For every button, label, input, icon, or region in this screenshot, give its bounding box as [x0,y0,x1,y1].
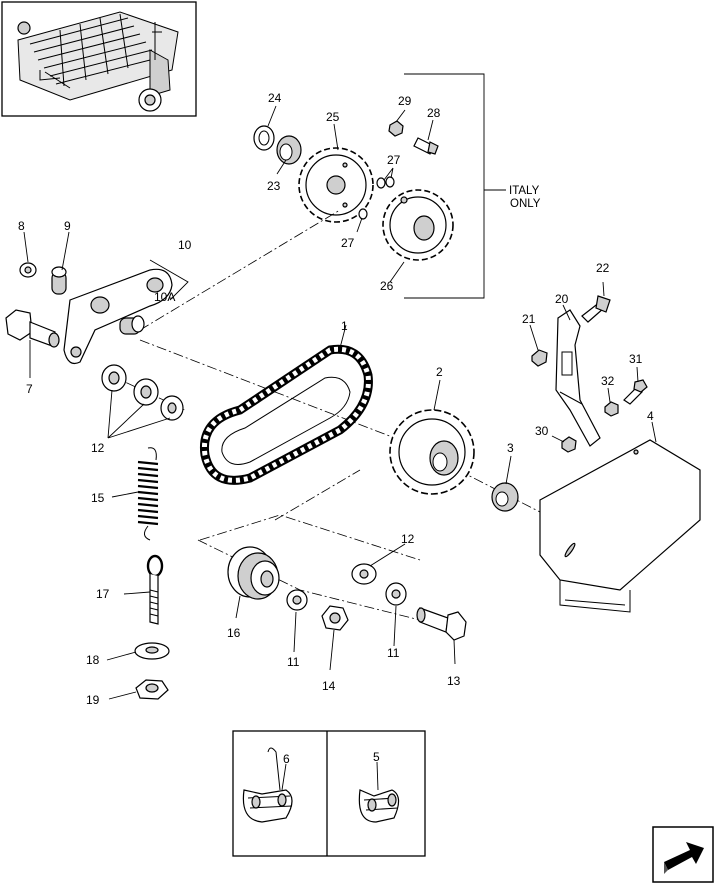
callout-4: 4 [647,409,654,423]
part-6-connecting-link [242,747,293,823]
part-17-eye-bolt [146,554,164,625]
part-15-spring [137,447,159,541]
callout-26: 26 [380,279,394,293]
callout-11-left: 11 [287,655,300,669]
callout-10: 10 [178,238,192,252]
callout-7: 7 [26,382,33,396]
part-9-bushing [51,266,67,295]
part-25-sprocket [298,147,374,223]
part-30-nut [561,436,577,453]
machine-overview-inset [1,1,197,117]
chain-link-detail-box [232,730,426,857]
callout-5: 5 [373,750,380,764]
part-5-offset-link [358,789,400,823]
page-next-arrow-icon[interactable] [652,826,714,883]
part-32-nut [604,401,619,417]
part-7-bolt [5,309,60,348]
callout-13: 13 [447,674,461,688]
callout-labels: 1 2 3 4 5 6 7 8 9 10 10A 11 11 12 12 13 … [18,91,654,766]
callout-9: 9 [64,219,71,233]
part-11-washer-right [385,582,407,606]
part-3-collar [491,482,519,512]
part-23-bearing [276,135,302,165]
part-27-bushings [358,176,395,220]
callout-24: 24 [268,91,282,105]
part-21-nut [531,349,548,367]
part-8-washer [19,262,37,278]
idler-arm-assembly [19,259,189,365]
part-16-idler-pulley [227,546,280,600]
part-2-sprocket [389,409,475,495]
callout-22: 22 [596,261,610,275]
part-4-shield [539,439,701,613]
part-20-bracket [555,309,601,447]
part-18-washer [134,642,170,660]
callout-23: 23 [267,179,281,193]
callout-19: 19 [86,693,100,707]
callout-18: 18 [86,653,100,667]
part-26-sprocket [382,189,454,261]
part-1-roller-chain [199,344,373,485]
part-28-bolt [413,137,439,155]
italy-only-group: ITALY ONLY [253,73,541,299]
callout-6: 6 [283,752,290,766]
callout-10a: 10A [154,290,175,304]
leader-lines [23,105,657,791]
callout-2: 2 [436,365,443,379]
italy-label: ITALY [509,185,540,197]
part-10-arm [63,268,173,365]
callout-12-right: 12 [401,532,415,546]
callout-16: 16 [227,626,241,640]
part-19-nut [135,679,169,700]
callout-14: 14 [322,679,336,693]
part-31-bolt [623,379,648,405]
part-12-washers-left [101,364,184,421]
callout-17: 17 [96,587,110,601]
part-10a-bushing [119,315,145,335]
part-24-snap-ring [253,125,275,151]
callout-28: 28 [427,106,441,120]
callout-27-lower: 27 [341,236,355,250]
callout-11-right: 11 [387,646,400,660]
callout-31: 31 [629,352,643,366]
callout-15: 15 [91,491,105,505]
part-11-washer-left [286,589,308,611]
callout-27-upper: 27 [387,153,401,167]
callout-12-left: 12 [91,441,105,455]
callout-20: 20 [555,292,569,306]
callout-8: 8 [18,219,25,233]
callout-30: 30 [535,424,549,438]
part-14-nut [321,605,349,631]
part-13-bolt [416,607,467,641]
callout-3: 3 [507,441,514,455]
callout-29: 29 [398,94,412,108]
callout-25: 25 [326,110,340,124]
callout-1: 1 [341,319,348,333]
part-12-washer-right [351,563,377,585]
part-22-bolt [581,295,611,323]
callout-32: 32 [601,374,615,388]
only-label: ONLY [510,198,541,210]
part-29-nut [388,120,404,137]
callout-21: 21 [522,312,536,326]
